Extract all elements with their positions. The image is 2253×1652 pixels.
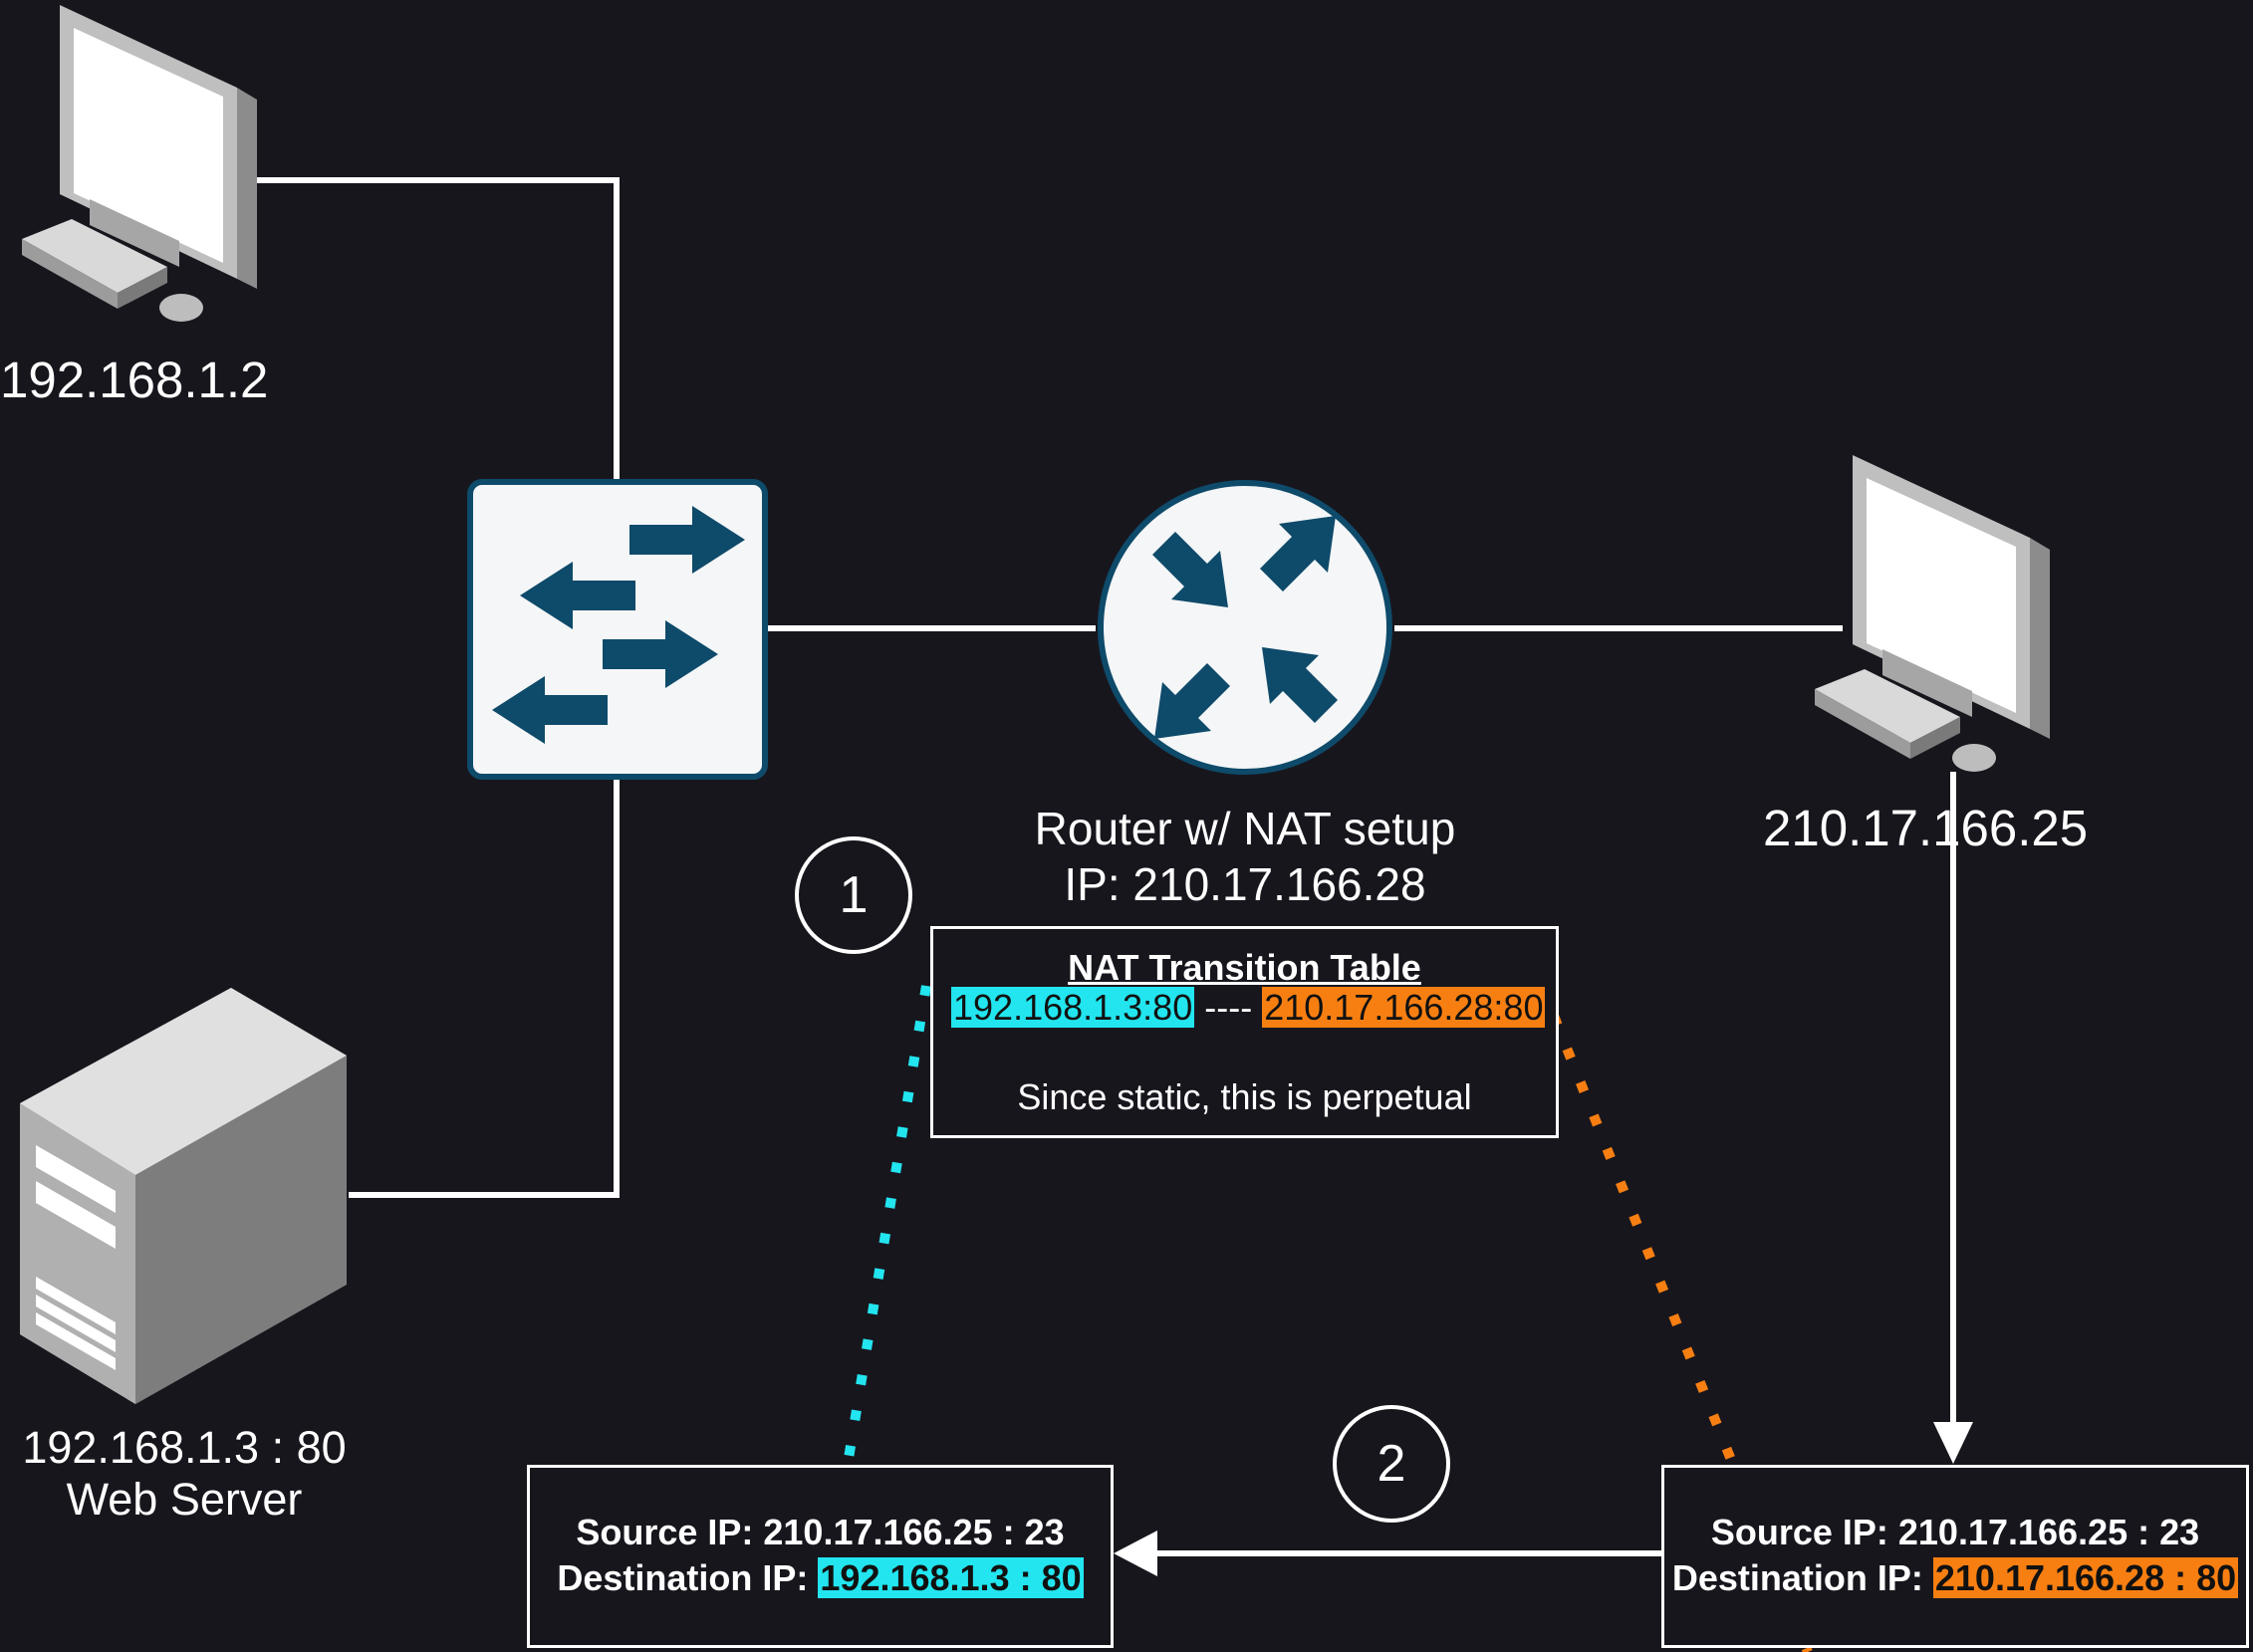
link-lines (247, 177, 1843, 1198)
packet-translated-source-label: Source IP: (576, 1512, 764, 1552)
web-server-ip-port: 192.168.1.3 : 80 (22, 1422, 347, 1473)
client-ip-label: 192.168.1.2 (0, 352, 269, 408)
link-client-to-switch (247, 177, 620, 480)
arrow-head-left-icon (1114, 1531, 1157, 1576)
nat-separator: ---- (1194, 987, 1263, 1028)
router-ip: IP: 210.17.166.28 (1064, 858, 1426, 910)
nat-table-note: Since static, this is perpetual (1017, 1076, 1472, 1117)
mapping-line-outside (1549, 1014, 1813, 1652)
nat-inside-address: 192.168.1.3:80 (951, 987, 1195, 1028)
packet-translated-dest-value: 192.168.1.3 : 80 (818, 1557, 1084, 1598)
web-server-role: Web Server (66, 1474, 303, 1525)
link-server-to-switch (349, 779, 620, 1198)
arrow-head-down-icon (1933, 1422, 1973, 1464)
packet-translated: Source IP: 210.17.166.25 : 23 Destinatio… (527, 1465, 1114, 1648)
packet-translated-dest-label: Destination IP: (557, 1557, 819, 1598)
web-server-label: 192.168.1.3 : 80 Web Server (0, 1422, 369, 1526)
external-computer-icon (1815, 455, 2050, 772)
packet-inbound: Source IP: 210.17.166.25 : 23 Destinatio… (1661, 1465, 2249, 1648)
router-title: Router w/ NAT setup (1034, 803, 1456, 854)
packet-inbound-source-value: 210.17.166.25 : 23 (1897, 1512, 2200, 1552)
router-icon (1098, 480, 1392, 775)
packet-inbound-source-label: Source IP: (1710, 1512, 1898, 1552)
nat-outside-address: 210.17.166.28:80 (1262, 987, 1546, 1028)
packet-translated-source-value: 210.17.166.25 : 23 (763, 1512, 1065, 1552)
packet-inbound-dest-value: 210.17.166.28 : 80 (1932, 1557, 2239, 1598)
external-host-ip-label: 210.17.166.25 (1763, 800, 2089, 856)
step-1-badge: 1 (795, 836, 912, 954)
step-2-badge: 2 (1333, 1405, 1450, 1523)
server-tower-icon (20, 988, 347, 1404)
nat-table-mapping-row: 192.168.1.3:80 ---- 210.17.166.28:80 (951, 987, 1546, 1029)
router-label: Router w/ NAT setup IP: 210.17.166.28 (996, 801, 1494, 912)
packet-inbound-destination: Destination IP: 210.17.166.28 : 80 (1664, 1555, 2246, 1601)
desktop-computer-icon (22, 5, 257, 322)
nat-transition-table: NAT Transition Table 192.168.1.3:80 ----… (930, 926, 1559, 1138)
packet-flow-arrows (1114, 772, 1973, 1576)
packet-inbound-source: Source IP: 210.17.166.25 : 23 (1664, 1510, 2246, 1555)
packet-translated-destination: Destination IP: 192.168.1.3 : 80 (530, 1555, 1111, 1601)
packet-inbound-dest-label: Destination IP: (1671, 1557, 1933, 1598)
nat-table-title: NAT Transition Table (1068, 947, 1421, 988)
switch-icon (467, 479, 768, 780)
mapping-line-inside (812, 985, 931, 1652)
packet-translated-source: Source IP: 210.17.166.25 : 23 (530, 1510, 1111, 1555)
